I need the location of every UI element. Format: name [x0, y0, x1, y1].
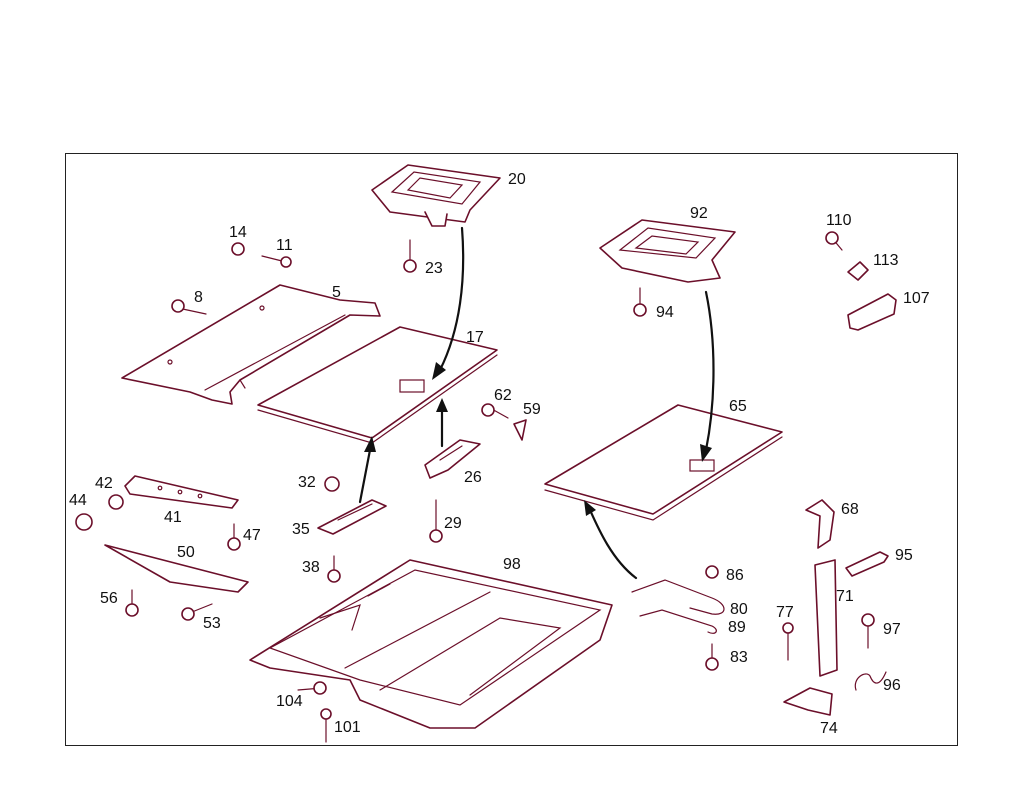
- callout-20: 20: [508, 171, 526, 188]
- callout-53: 53: [203, 615, 221, 632]
- part-20-latch-housing: [371, 164, 501, 227]
- callout-32: 32: [298, 474, 316, 491]
- part-107-bracket: [847, 293, 897, 331]
- callout-47: 47: [243, 527, 261, 544]
- callout-80: 80: [730, 601, 748, 618]
- callout-29: 29: [444, 515, 462, 532]
- callout-23: 23: [425, 260, 443, 277]
- part-68-bracket: [805, 499, 835, 549]
- callout-59: 59: [523, 401, 541, 418]
- callout-62: 62: [494, 387, 512, 404]
- callout-17: 17: [466, 329, 484, 346]
- callout-labels: 20 92 110 14 11 113 23 8 5 107 94 17 62 …: [69, 171, 930, 737]
- callout-92: 92: [690, 205, 708, 222]
- callout-11: 11: [276, 237, 293, 254]
- callout-77: 77: [776, 604, 794, 621]
- callout-42: 42: [95, 475, 113, 492]
- assembly-arrows: [358, 226, 715, 580]
- callout-44: 44: [69, 492, 87, 509]
- callout-101: 101: [334, 719, 361, 736]
- callout-110: 110: [826, 212, 852, 229]
- callout-107: 107: [903, 290, 930, 307]
- callout-94: 94: [656, 304, 674, 321]
- callout-41: 41: [164, 509, 182, 526]
- callout-8: 8: [194, 289, 203, 306]
- part-113-clip: [847, 261, 869, 281]
- callout-89: 89: [728, 619, 746, 636]
- part-65-floor-board: [544, 404, 783, 521]
- callout-26: 26: [464, 469, 482, 486]
- callout-56: 56: [100, 590, 118, 607]
- part-98-storage-tray: [249, 559, 613, 729]
- callout-35: 35: [292, 521, 310, 538]
- callout-104: 104: [276, 693, 303, 710]
- part-95-link: [845, 551, 889, 577]
- part-96-hook: [854, 671, 887, 691]
- part-41-mounting-strip: [124, 475, 239, 509]
- part-5-panel: [121, 284, 381, 405]
- callout-86: 86: [726, 567, 744, 584]
- part-80-wire-clip: [631, 579, 725, 634]
- callout-83: 83: [730, 649, 748, 666]
- callout-97: 97: [883, 621, 901, 638]
- callout-38: 38: [302, 559, 320, 576]
- callout-95: 95: [895, 547, 913, 564]
- fasteners: [75, 231, 875, 743]
- callout-14: 14: [229, 224, 247, 241]
- callout-96: 96: [883, 677, 901, 694]
- part-26-latch-plate: [424, 439, 481, 479]
- callout-50: 50: [177, 544, 195, 561]
- callout-5: 5: [332, 284, 341, 301]
- part-74-base-clip: [783, 687, 833, 716]
- part-71-strap: [814, 559, 838, 677]
- callout-65: 65: [729, 398, 747, 415]
- callout-68: 68: [841, 501, 859, 518]
- callout-98: 98: [503, 556, 521, 573]
- part-50-trim: [104, 544, 249, 593]
- callout-71: 71: [836, 588, 854, 605]
- callout-113: 113: [873, 252, 899, 269]
- callout-74: 74: [820, 720, 838, 737]
- part-35-bracket: [317, 499, 387, 535]
- part-92-latch-housing: [599, 219, 736, 283]
